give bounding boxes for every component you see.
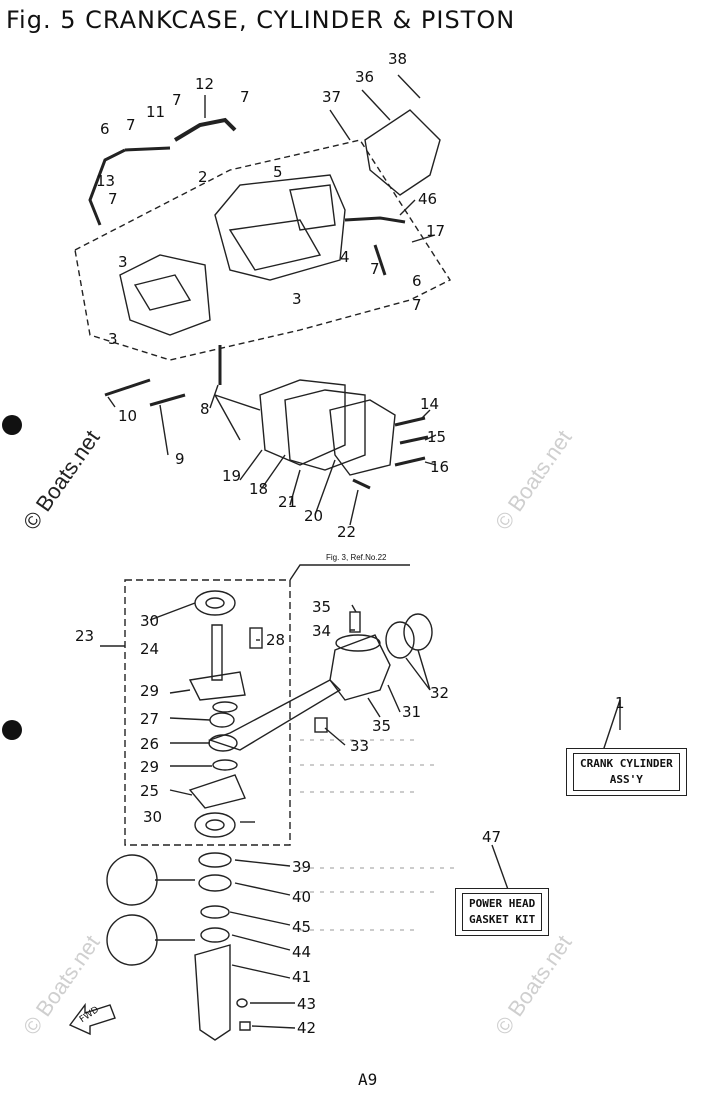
callout-7f: 7	[412, 296, 422, 314]
connecting-rod	[207, 679, 342, 751]
assembly-label-gasket-kit: POWER HEAD GASKET KIT	[455, 888, 550, 936]
gasket-label-line2: GASKET KIT	[469, 913, 536, 926]
callout-19: 19	[222, 467, 242, 485]
callout-47: 47	[482, 828, 502, 846]
callout-14: 14	[420, 395, 440, 413]
callout-38: 38	[388, 50, 408, 68]
callout-30b: 30	[143, 808, 163, 826]
cover-plate	[364, 109, 441, 196]
callout-1: 1	[615, 694, 625, 712]
figure-title: Fig. 5 CRANKCASE, CYLINDER & PISTON	[6, 6, 516, 34]
binder-hole-bottom	[2, 720, 22, 740]
callout-25: 25	[140, 782, 160, 800]
gasket-label-line1: POWER HEAD	[469, 897, 536, 910]
callout-32: 32	[430, 684, 450, 702]
callout-12: 12	[195, 75, 215, 93]
exhaust-cover	[259, 379, 346, 466]
crankcase-group-outline	[74, 139, 452, 361]
bearing-top	[194, 590, 236, 616]
callout-3c: 3	[108, 330, 118, 348]
callout-7e: 7	[370, 260, 380, 278]
callout-39: 39	[292, 858, 312, 876]
callout-3a: 3	[118, 253, 128, 271]
callout-30a: 30	[140, 612, 160, 630]
callout-40: 40	[292, 888, 312, 906]
callout-31: 31	[402, 703, 422, 721]
fwd-arrow	[68, 1002, 116, 1036]
callout-44: 44	[292, 943, 312, 961]
callout-33: 33	[350, 737, 370, 755]
callout-5: 5	[273, 163, 283, 181]
callout-17: 17	[426, 222, 446, 240]
callout-9: 9	[175, 450, 185, 468]
reference-note: Fig. 3, Ref.No.22	[326, 553, 387, 562]
cylinder-block	[119, 254, 211, 336]
callout-43: 43	[297, 995, 317, 1013]
callout-8: 8	[200, 400, 210, 418]
crankshaft-group-outline	[124, 579, 291, 846]
callout-13: 13	[96, 172, 116, 190]
callout-26: 26	[140, 735, 160, 753]
callout-11: 11	[146, 103, 166, 121]
callout-7d: 7	[108, 190, 118, 208]
callout-36: 36	[355, 68, 375, 86]
callout-22: 22	[337, 523, 357, 541]
callout-41: 41	[292, 968, 312, 986]
callout-23: 23	[75, 627, 95, 645]
oil-seal-housing	[194, 944, 231, 1041]
callout-46: 46	[418, 190, 438, 208]
callout-35b: 35	[372, 717, 392, 735]
callout-10: 10	[118, 407, 138, 425]
callout-4: 4	[340, 248, 350, 266]
callout-29b: 29	[140, 758, 160, 776]
piston	[329, 634, 391, 701]
callout-15: 15	[427, 428, 447, 446]
callout-7c: 7	[126, 116, 136, 134]
callout-28: 28	[266, 631, 286, 649]
assembly-label-crank-cylinder: CRANK CYLINDER ASS'Y	[566, 748, 687, 796]
callout-6a: 6	[100, 120, 110, 138]
callout-7b: 7	[240, 88, 250, 106]
callout-18: 18	[249, 480, 269, 498]
callout-2: 2	[198, 168, 208, 186]
callout-42: 42	[297, 1019, 317, 1037]
page-number: A9	[358, 1070, 378, 1089]
assembly-label-line1: CRANK CYLINDER	[580, 757, 673, 770]
callout-20: 20	[304, 507, 324, 525]
callout-6b: 6	[412, 272, 422, 290]
callout-16: 16	[430, 458, 450, 476]
callout-7a: 7	[172, 91, 182, 109]
callout-21: 21	[278, 493, 298, 511]
callout-3b: 3	[292, 290, 302, 308]
callout-34: 34	[312, 622, 332, 640]
crankcase-body	[214, 174, 346, 281]
callout-27: 27	[140, 710, 160, 728]
binder-hole-top	[2, 415, 22, 435]
callout-29a: 29	[140, 682, 160, 700]
callout-37: 37	[322, 88, 342, 106]
assembly-label-line2: ASS'Y	[609, 773, 643, 786]
callout-35a: 35	[312, 598, 332, 616]
callout-24: 24	[140, 640, 160, 658]
callout-45: 45	[292, 918, 312, 936]
